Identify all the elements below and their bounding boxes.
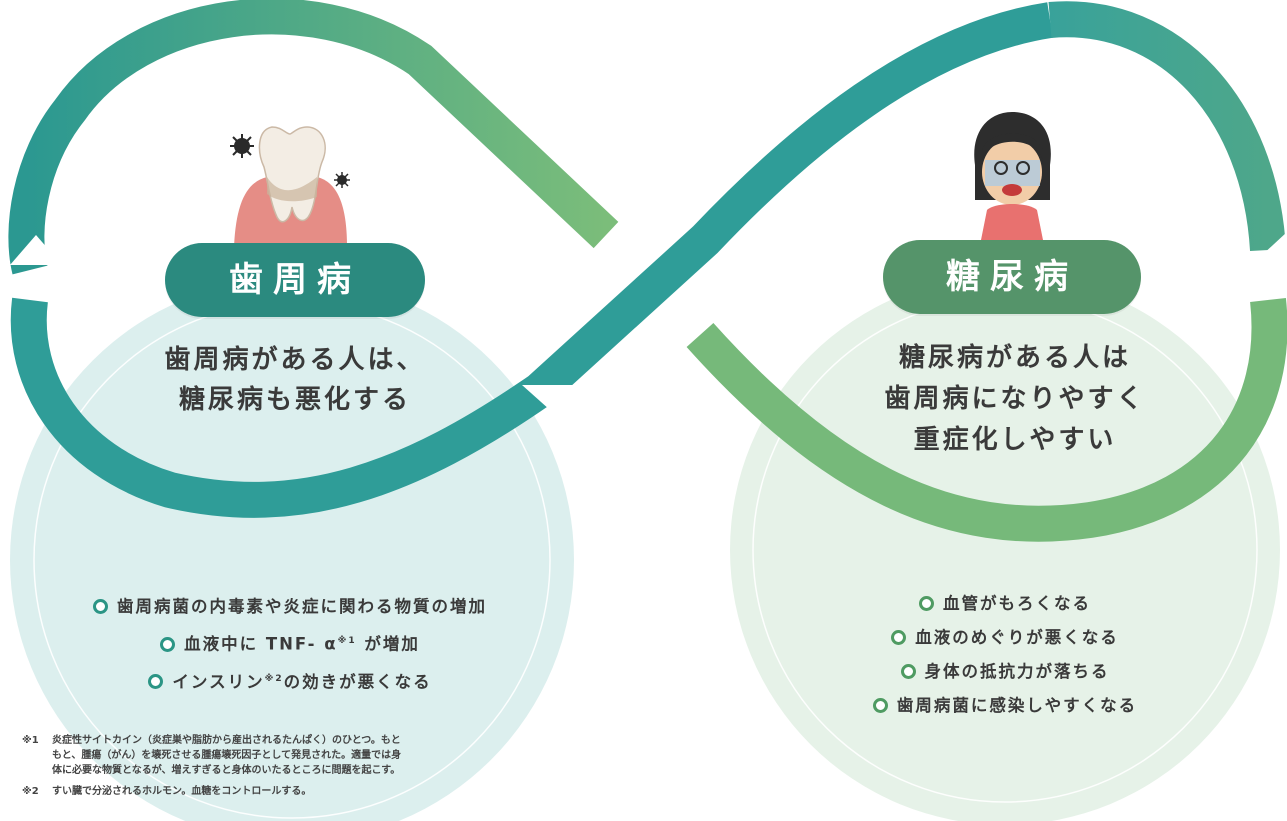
footnote-line: 炎症性サイトカイン（炎症巣や脂肪から産出されるたんぱく）のひとつ。もと <box>52 735 401 746</box>
periodontal-disease-title: 歯周病 <box>165 243 425 317</box>
bullet-dot-icon <box>872 698 888 713</box>
sick-woman-icon <box>974 112 1051 240</box>
left-heading-line: 糖尿病も悪化する <box>178 385 411 415</box>
list-item: 身体の抵抗力が落ちる <box>780 655 1230 689</box>
footnote: ※1 炎症性サイトカイン（炎症巣や脂肪から産出されるたんぱく）のひとつ。もと も… <box>22 733 562 778</box>
right-heading-line: 重症化しやすい <box>913 425 1117 455</box>
bullet-dot-icon <box>900 664 916 679</box>
right-bullet-list: 血管がもろくなる 血液のめぐりが悪くなる 身体の抵抗力が落ちる 歯周病菌に感染し… <box>780 587 1230 723</box>
bullet-dot-icon <box>160 636 176 652</box>
footnote: ※2 すい臓で分泌されるホルモン。血糖をコントロールする。 <box>22 784 562 799</box>
left-bullet-list: 歯周病菌の内毒素や炎症に関わる物質の増加 血液中に TNF- α※1 が増加 イ… <box>40 590 540 699</box>
right-heading: 糖尿病がある人は 歯周病になりやすく 重症化しやすい <box>835 338 1195 461</box>
footnote-line: すい臓で分泌されるホルモン。血糖をコントロールする。 <box>52 786 312 797</box>
right-background-circle <box>730 275 1280 821</box>
list-item: 血管がもろくなる <box>780 587 1230 621</box>
list-item: インスリン※2の効きが悪くなる <box>40 662 540 700</box>
left-loop-lower <box>10 2 1053 518</box>
periodontal-disease-title-text: 歯周病 <box>229 260 361 300</box>
left-heading-line: 歯周病がある人は、 <box>164 345 426 375</box>
left-loop-arrow <box>8 0 619 275</box>
right-loop-upper <box>1048 1 1286 252</box>
footnote-line: もと、腫瘍（がん）を壊死させる腫瘍壊死因子として発見された。適量では身 <box>52 750 402 761</box>
footnote-mark: ※2 <box>22 786 39 797</box>
footnotes: ※1 炎症性サイトカイン（炎症巣や脂肪から産出されるたんぱく）のひとつ。もと も… <box>22 733 562 805</box>
list-item: 血液のめぐりが悪くなる <box>780 621 1230 655</box>
center-arrowhead <box>522 385 580 410</box>
bullet-dot-icon <box>891 630 907 645</box>
tooth-with-gum-disease-icon <box>230 126 350 247</box>
left-arrowhead <box>10 235 62 265</box>
left-heading: 歯周病がある人は、 糖尿病も悪化する <box>110 340 480 420</box>
right-loop-lower <box>686 298 1287 542</box>
bullet-dot-icon <box>93 599 108 614</box>
footnote-mark: ※1 <box>22 735 39 746</box>
right-heading-line: 糖尿病がある人は <box>898 343 1131 373</box>
list-item: 血液中に TNF- α※1 が増加 <box>40 624 540 662</box>
list-item: 歯周病菌に感染しやすくなる <box>780 689 1230 723</box>
bullet-dot-icon <box>148 674 164 689</box>
right-arrowhead <box>1248 232 1287 268</box>
list-item: 歯周病菌の内毒素や炎症に関わる物質の増加 <box>40 590 540 624</box>
diabetes-title: 糖尿病 <box>883 240 1141 314</box>
right-heading-line: 歯周病になりやすく <box>884 384 1146 414</box>
bullet-dot-icon <box>919 596 934 611</box>
diabetes-title-text: 糖尿病 <box>946 257 1078 297</box>
footnote-line: 体に必要な物質となるが、増えすぎると身体のいたるところに問題を起こす。 <box>52 765 401 776</box>
